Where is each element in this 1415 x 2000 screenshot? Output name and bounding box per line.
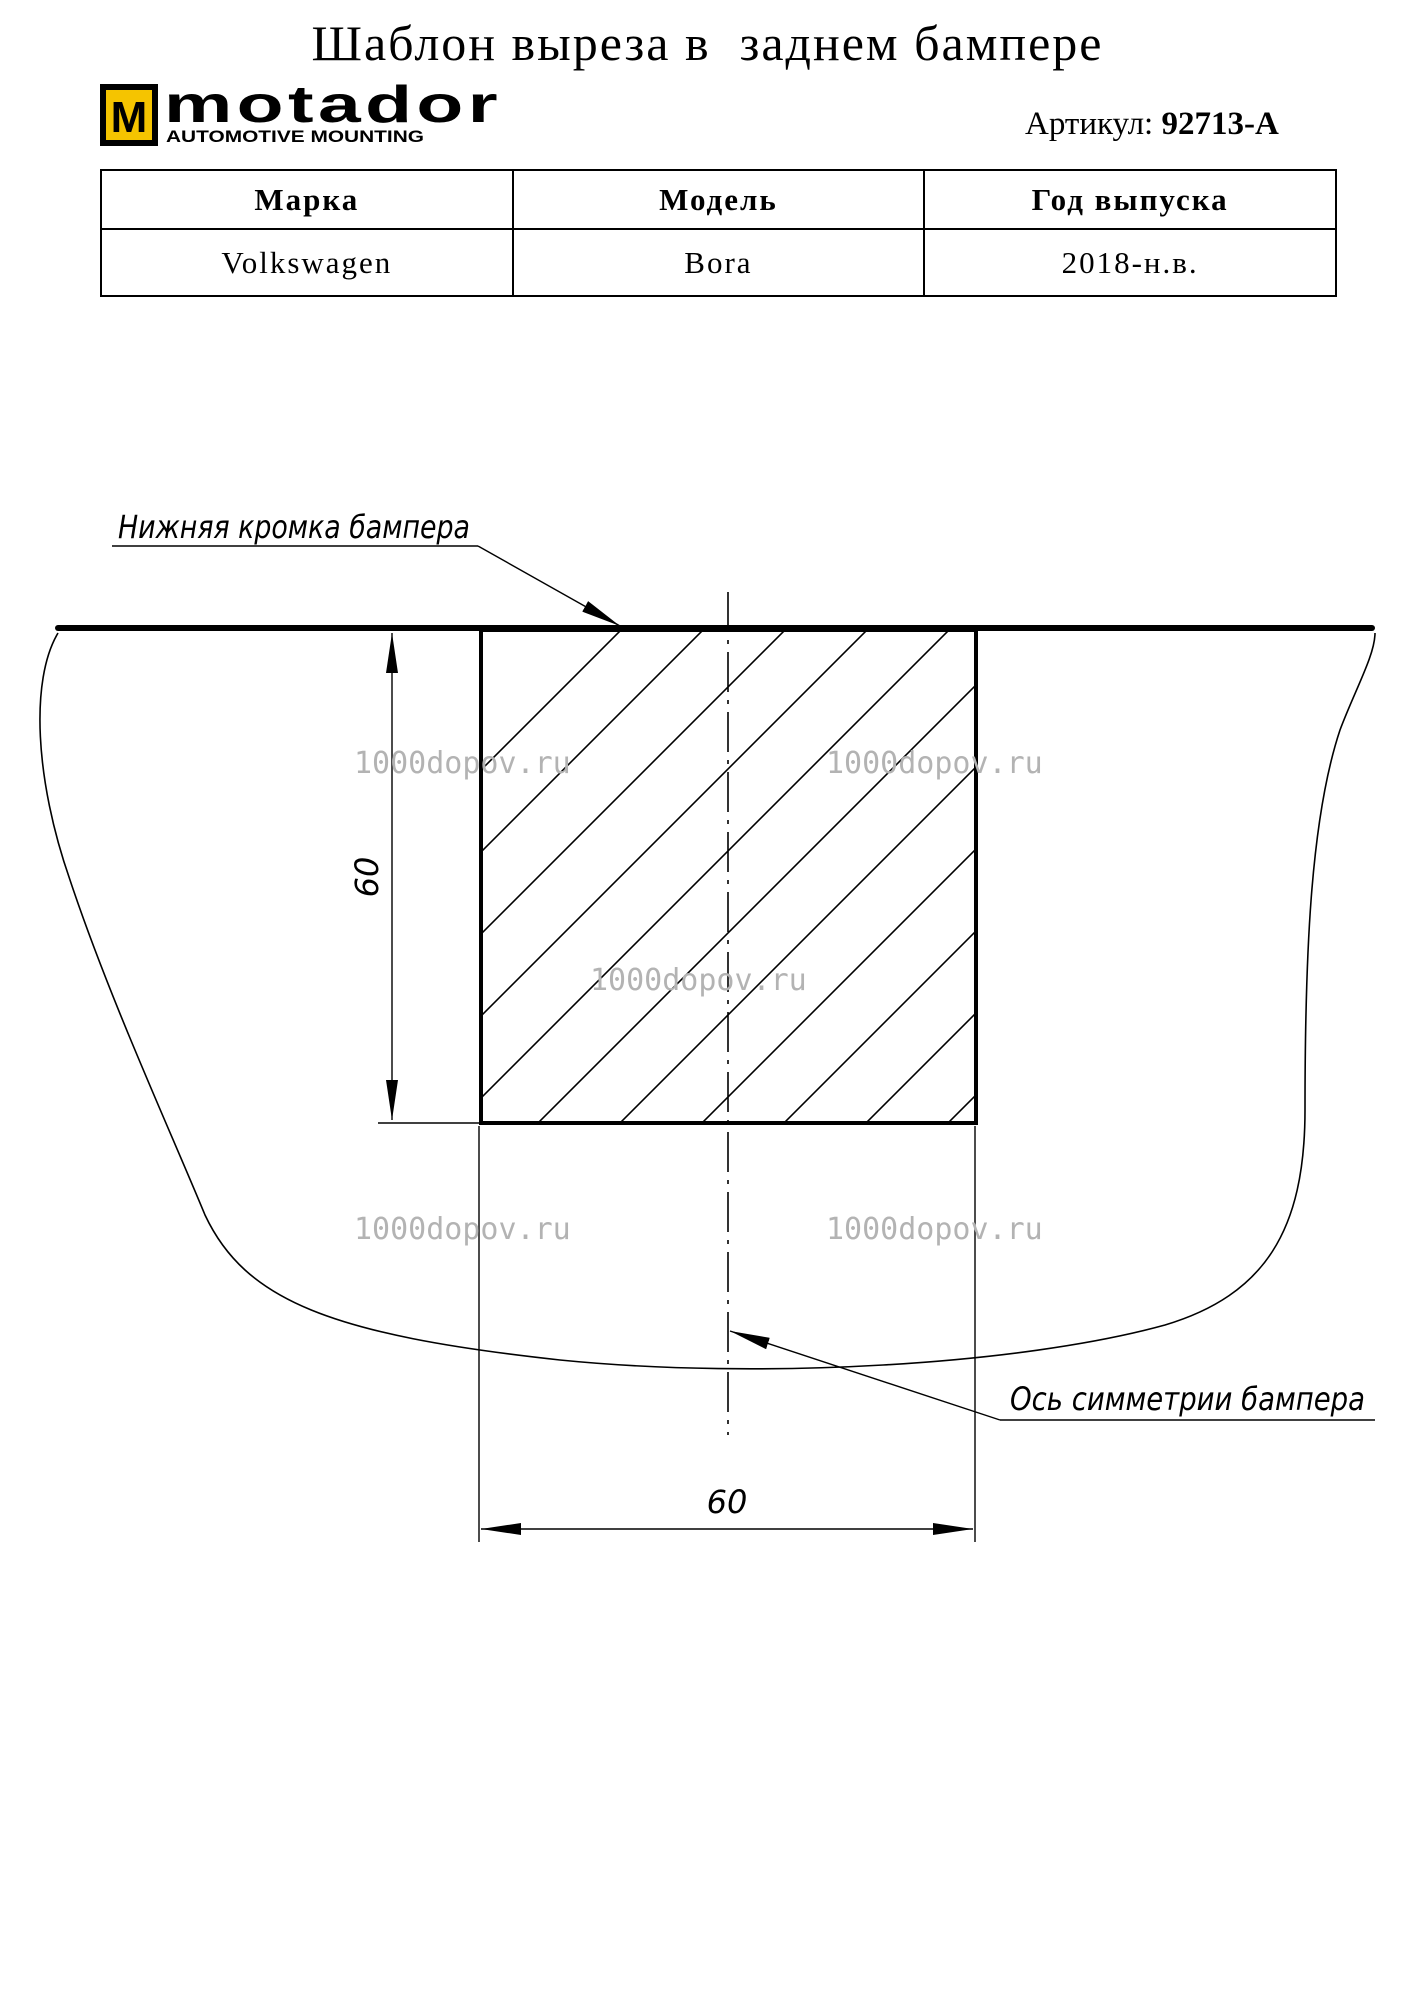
header-model: Модель xyxy=(511,169,926,230)
bumper-outline xyxy=(39,632,1376,1370)
vehicle-info-table: Марка Модель Год выпуска Volkswagen Bora… xyxy=(100,169,1337,297)
watermark: 1000dopov.ru xyxy=(354,746,571,781)
axis-label: Ось симметрии бампера xyxy=(1010,1380,1365,1418)
cell-brand: Volkswagen xyxy=(100,228,514,297)
table-row: Volkswagen Bora 2018-н.в. xyxy=(100,228,1337,297)
header-year: Год выпуска xyxy=(923,169,1337,230)
logo-tagline: AUTOMOTIVE MOUNTING xyxy=(166,127,424,146)
edge-label-leader xyxy=(477,545,621,627)
table-header-row: Марка Модель Год выпуска xyxy=(100,169,1337,230)
watermark: 1000dopov.ru xyxy=(590,963,807,998)
hatch-line xyxy=(618,765,976,1123)
hatch-line xyxy=(782,929,976,1123)
motador-logo: M motador AUTOMOTIVE MOUNTING xyxy=(100,84,502,146)
hatch-line xyxy=(481,630,950,1100)
watermark: 1000dopov.ru xyxy=(826,1212,1043,1247)
watermark: 1000dopov.ru xyxy=(354,1212,571,1247)
logo-wordmark: motador xyxy=(164,84,502,134)
dim-width-value: 60 xyxy=(707,1483,748,1521)
hatch-line xyxy=(481,630,622,772)
hatch-line xyxy=(481,630,868,1018)
article-value: 92713-A xyxy=(1161,106,1279,142)
cell-year: 2018-н.в. xyxy=(923,228,1337,297)
dim-height-value: 60 xyxy=(348,857,386,898)
hatch-line xyxy=(1010,630,1415,1143)
cell-model: Bora xyxy=(511,228,926,297)
article-label: Артикул: xyxy=(1025,106,1154,142)
logo-badge-inner xyxy=(106,90,152,140)
logo-badge-letter: M xyxy=(111,93,148,142)
watermark: 1000dopov.ru xyxy=(826,746,1043,781)
hatch-line xyxy=(864,1011,976,1123)
hatch-line xyxy=(700,847,976,1123)
cutout-hatching xyxy=(481,630,1415,1143)
hatch-line xyxy=(536,683,976,1123)
page-title: Шаблон выреза в заднем бампере xyxy=(311,15,1104,71)
header-brand: Марка xyxy=(100,169,514,230)
article-number: Артикул: 92713-A xyxy=(1025,106,1279,143)
edge-label: Нижняя кромка бампера xyxy=(118,508,470,546)
hatch-line xyxy=(946,1093,976,1123)
axis-label-leader xyxy=(729,1330,1001,1421)
hatch-line xyxy=(481,630,786,936)
hatch-line xyxy=(481,630,704,854)
